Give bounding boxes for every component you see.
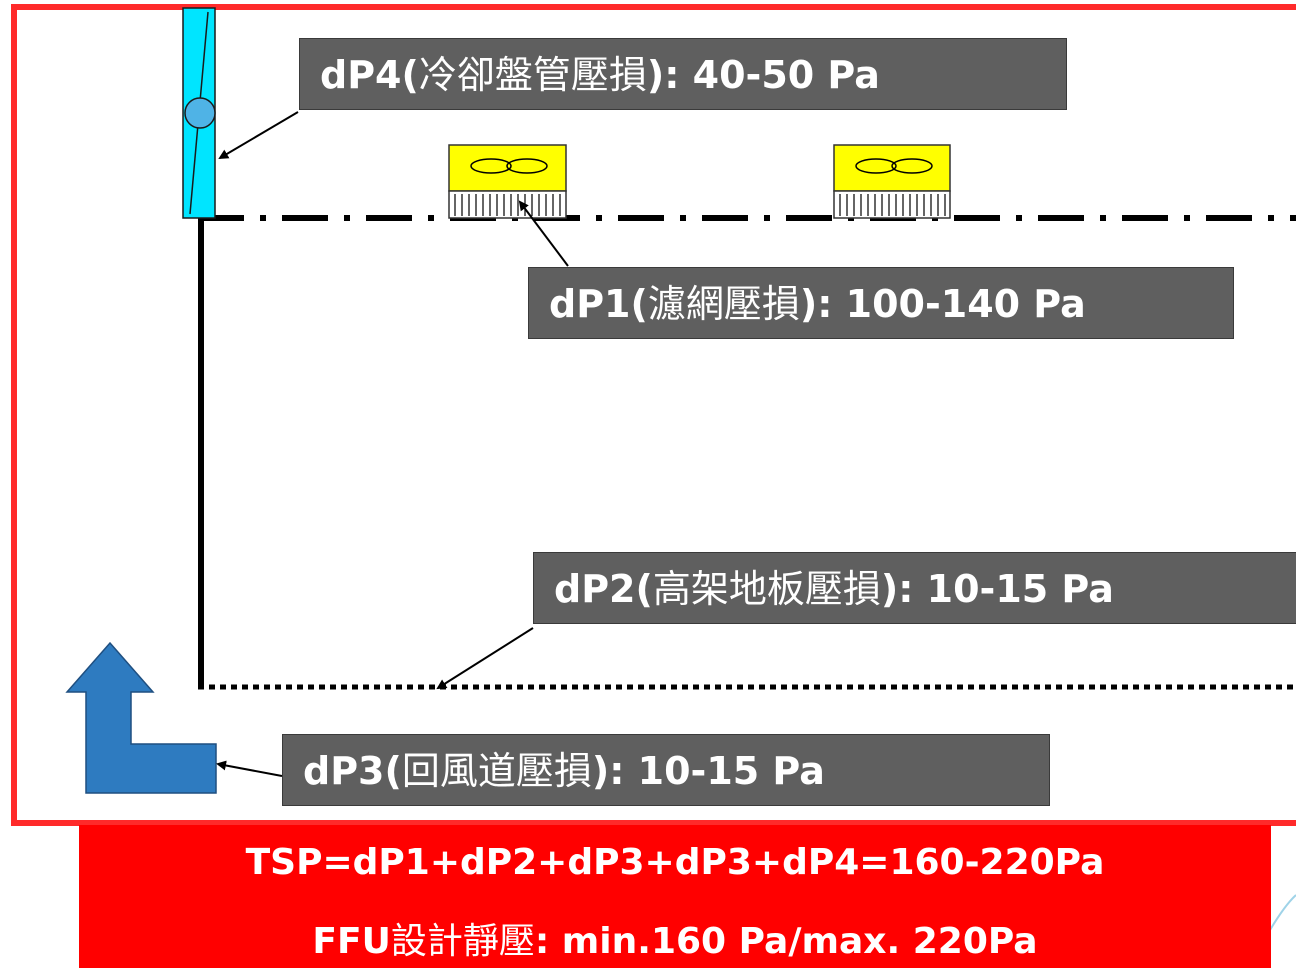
dp3-label: dP3(回風道壓損): 10-15 Pa xyxy=(282,734,1050,806)
dp3-pointer-arrow xyxy=(216,760,283,777)
cooling-coil xyxy=(182,7,216,219)
dp1-pointer-arrow xyxy=(518,200,569,267)
ffu-unit-2 xyxy=(833,144,951,219)
ffu-unit-1 xyxy=(448,144,567,219)
dp1-label: dP1(濾網壓損): 100-140 Pa xyxy=(528,267,1234,339)
ffu-design-pressure: FFU設計靜壓: min.160 Pa/max. 220Pa xyxy=(312,921,1038,962)
dp2-pointer-arrow xyxy=(436,627,534,690)
decorative-curve xyxy=(1269,894,1296,931)
return-air-arrow xyxy=(65,641,217,794)
dp4-pointer-arrow xyxy=(218,111,299,160)
cleanroom-frame xyxy=(11,4,1296,826)
dp4-label: dP4(冷卻盤管壓損): 40-50 Pa xyxy=(299,38,1067,110)
tsp-formula: TSP=dP1+dP2+dP3+dP3+dP4=160-220Pa xyxy=(245,842,1105,883)
dp2-label: dP2(高架地板壓損): 10-15 Pa xyxy=(533,552,1296,624)
summary-box: TSP=dP1+dP2+dP3+dP3+dP4=160-220Pa FFU設計靜… xyxy=(79,825,1271,968)
